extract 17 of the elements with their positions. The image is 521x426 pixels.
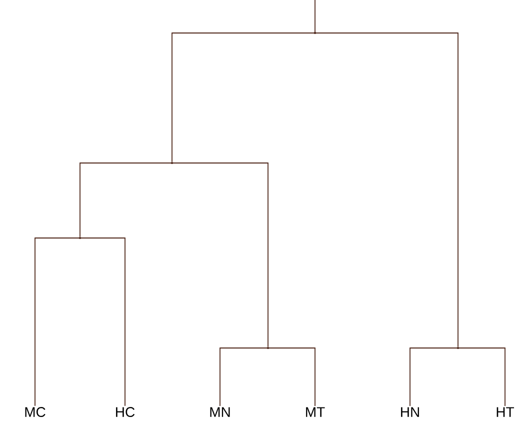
dendrogram-branch <box>410 348 458 406</box>
leaf-label: MN <box>210 407 230 417</box>
dendrogram-branch <box>220 348 268 406</box>
leaf-label: HC <box>116 407 135 417</box>
dendrogram-branch <box>34 238 80 406</box>
leaf-label: HN <box>401 407 419 417</box>
dendrogram-branch <box>268 348 316 406</box>
dendrogram-branch <box>172 32 316 162</box>
leaf-label: MT <box>306 407 325 417</box>
dendrogram-branch <box>80 162 172 238</box>
dendrogram-branch <box>458 348 506 406</box>
dendrogram-branch <box>80 238 126 406</box>
leaf-label: MC <box>25 407 46 417</box>
dendrogram-branch <box>314 0 316 34</box>
leaf-label: HT <box>496 407 514 417</box>
dendrogram-branch <box>172 162 268 348</box>
dendrogram-branch <box>314 32 458 348</box>
